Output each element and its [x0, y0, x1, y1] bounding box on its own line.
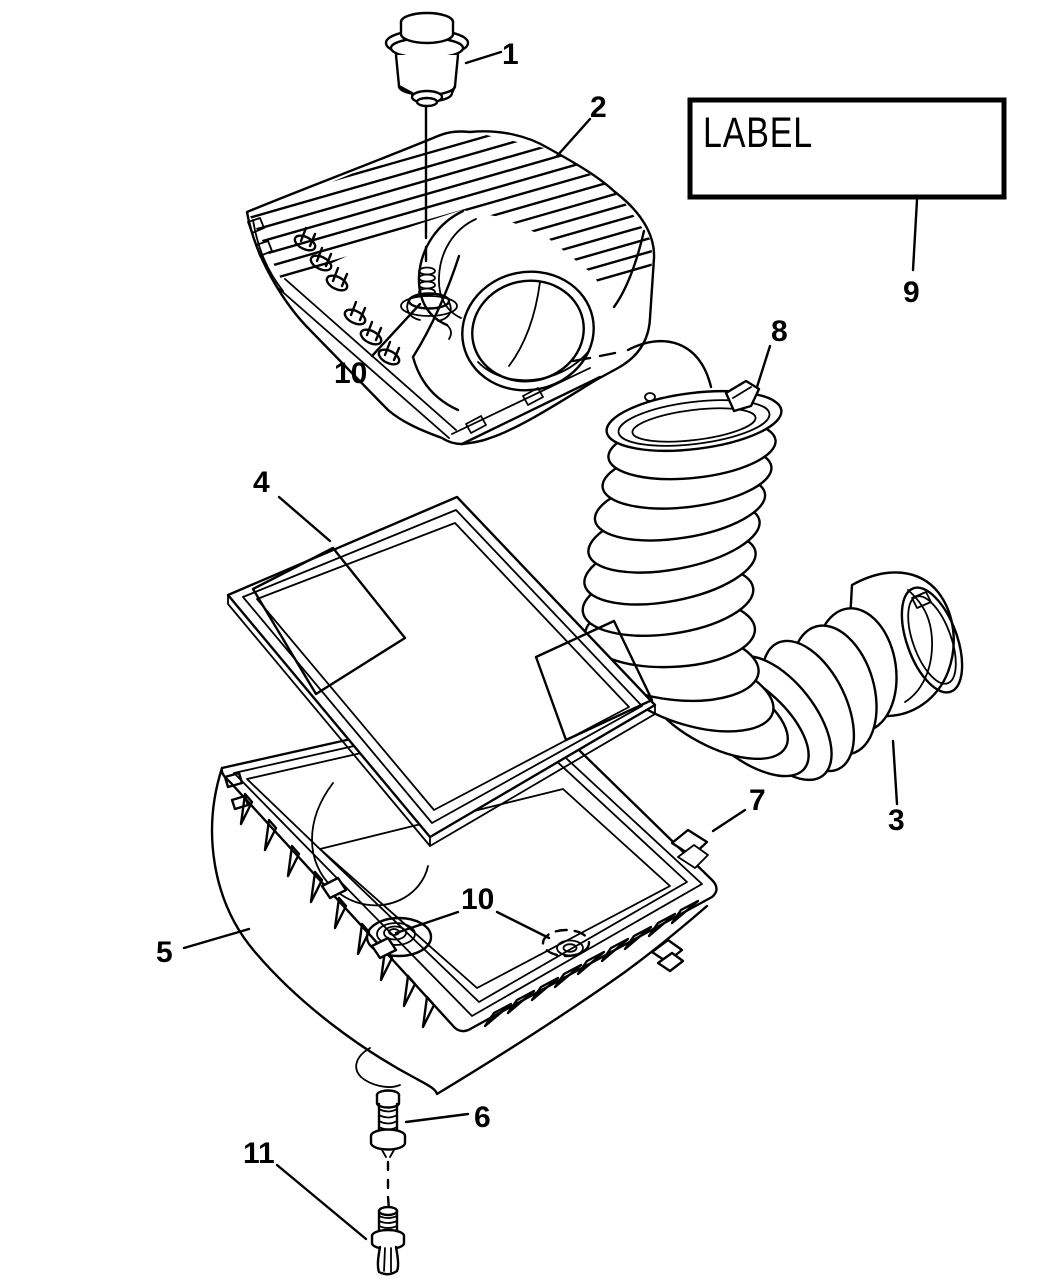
air-intake-hose-part[interactable]	[578, 379, 974, 798]
label-box[interactable]: LABEL	[687, 97, 1007, 200]
cover-grommet-part[interactable]	[400, 266, 458, 322]
label-box-frame	[687, 97, 1007, 200]
callout-6[interactable]: 6	[474, 1101, 491, 1134]
push-pin-part[interactable]	[370, 1205, 406, 1276]
cover-bottom-flange	[451, 367, 602, 446]
retaining-clip-part[interactable]	[670, 828, 709, 869]
callout-9[interactable]: 9	[903, 276, 920, 309]
housing-clips	[223, 771, 685, 973]
filter-mesh-patch	[251, 546, 407, 696]
air-cleaner-cover-part[interactable]	[221, 86, 710, 446]
housing-rib-teeth-left	[239, 792, 436, 1029]
cover-grommet-recess	[417, 209, 477, 340]
housing-rib-teeth-right	[483, 899, 700, 1028]
callout-4[interactable]: 4	[253, 466, 270, 499]
cover-outlet-snout	[411, 229, 646, 412]
leader-lines	[182, 50, 919, 1241]
stud-fastener-part[interactable]	[369, 1089, 407, 1158]
callout-1[interactable]: 1	[502, 38, 519, 71]
filter-element-part[interactable]	[226, 495, 657, 847]
hose-clamp-part[interactable]	[603, 379, 785, 460]
housing-interior	[311, 782, 671, 989]
filter-mesh-patch	[534, 619, 654, 742]
label-box-text: LABEL	[703, 109, 813, 157]
callout-3[interactable]: 3	[888, 804, 905, 837]
callout-10-housing[interactable]: 10	[461, 883, 494, 916]
callout-8[interactable]: 8	[771, 315, 788, 348]
callout-5[interactable]: 5	[156, 936, 173, 969]
fastener-assembly-axis	[386, 1160, 391, 1211]
cover-edge-clips	[247, 217, 457, 439]
callout-11[interactable]: 11	[243, 1137, 275, 1170]
callout-10-cover[interactable]: 10	[334, 357, 367, 390]
callout-2[interactable]: 2	[590, 91, 607, 124]
valve-part[interactable]	[384, 11, 470, 108]
housing-grommets-part[interactable]	[365, 916, 591, 958]
callout-7[interactable]: 7	[749, 784, 766, 817]
cover-to-hose-connector	[571, 339, 713, 389]
callout-numbers: 1 2 3 4 5 6 7 8 9 10 10 11	[156, 38, 920, 1170]
